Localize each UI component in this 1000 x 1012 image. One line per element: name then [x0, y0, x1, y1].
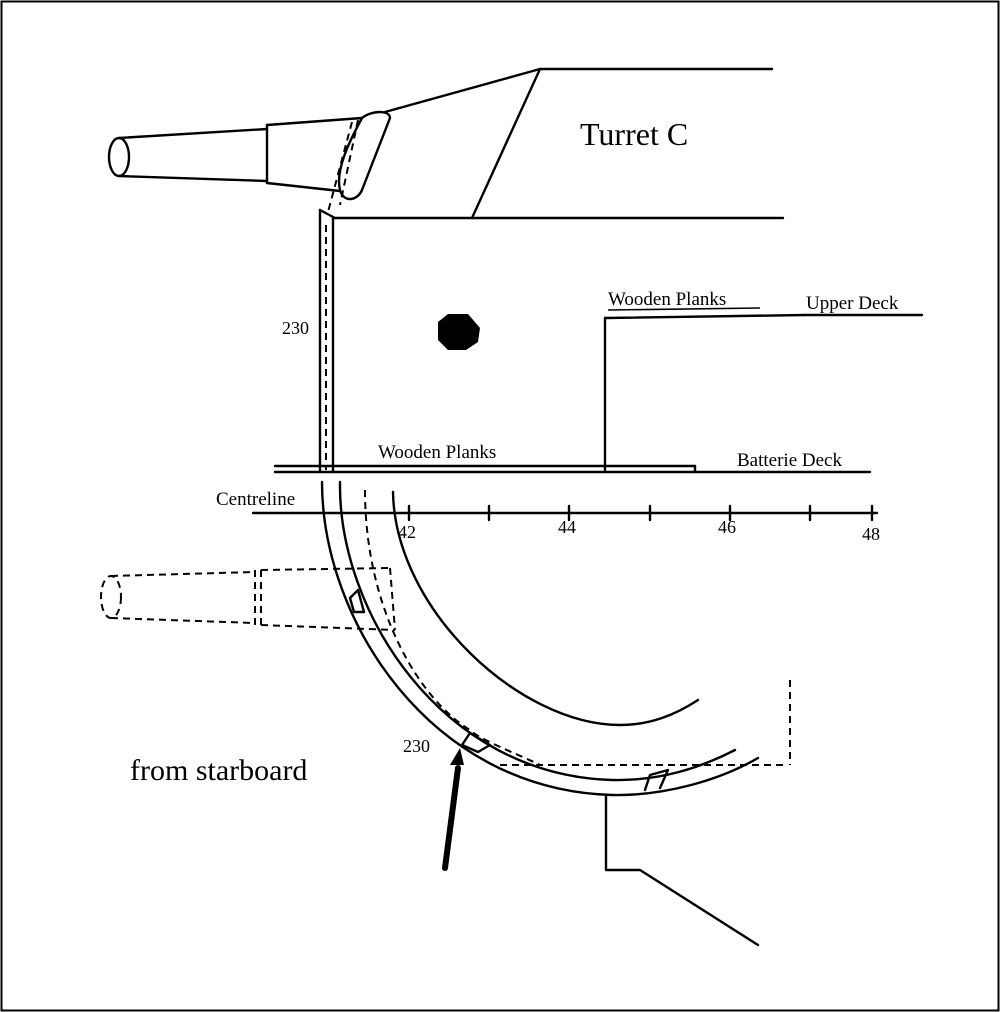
label-frame-230-top: 230 — [282, 318, 309, 338]
label-wooden-planks-upper: Wooden Planks — [608, 289, 726, 310]
upper-deck — [603, 307, 924, 472]
turret-title: Turret C — [580, 116, 688, 152]
gun-barrel — [107, 110, 392, 213]
gun-projection-dashed — [100, 567, 396, 631]
label-centreline: Centreline — [216, 489, 295, 510]
arrow-indicator — [442, 748, 464, 871]
label-upper-deck: Upper Deck — [806, 293, 899, 314]
label-batterie-deck: Batterie Deck — [737, 450, 842, 471]
batterie-deck — [273, 464, 872, 474]
scale-tick-label: 42 — [398, 522, 416, 542]
gun-port-hatch — [438, 314, 480, 350]
turret-outline — [318, 67, 785, 474]
frame-scale-axis — [251, 504, 879, 522]
view-caption: from starboard — [130, 754, 307, 787]
label-frame-230-bottom: 230 — [403, 736, 430, 756]
scale-tick-label: 48 — [862, 524, 880, 544]
scale-tick-label: 44 — [558, 517, 576, 537]
deck-projection-dashed — [500, 680, 791, 766]
hull-curves — [320, 480, 760, 947]
label-wooden-planks-lower: Wooden Planks — [378, 442, 496, 463]
scale-tick-label: 46 — [718, 517, 736, 537]
